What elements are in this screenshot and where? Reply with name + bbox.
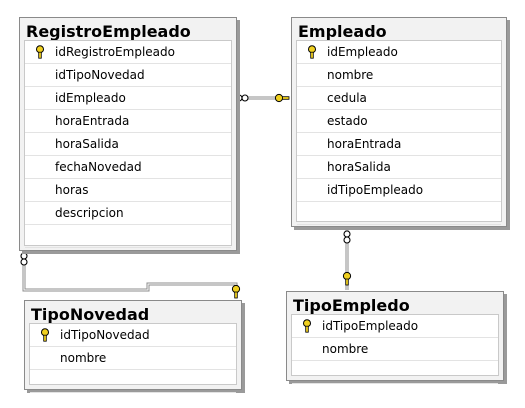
column-name: descripcion [55, 206, 124, 220]
column-name: horaSalida [327, 160, 391, 174]
column-list: idRegistroEmpleado idTipoNovedad idEmple… [24, 40, 232, 248]
column-name: horaSalida [55, 137, 119, 151]
column-list: idTipoNovedad nombre [29, 323, 237, 393]
primary-key-icon [36, 45, 44, 59]
table-title[interactable]: RegistroEmpleado [26, 22, 191, 41]
empty-row[interactable] [25, 225, 231, 248]
column-row[interactable]: fechaNovedad [25, 156, 231, 179]
column-row[interactable]: nombre [292, 338, 498, 361]
table-tipo-novedad[interactable]: TipoNovedad idTipoNovedad nombre [24, 300, 242, 393]
column-name: horaEntrada [55, 114, 130, 128]
column-name: idTipoNovedad [60, 328, 150, 342]
column-row[interactable]: idTipoEmpleado [292, 315, 498, 338]
relationship-registro-empleado-tipo-novedad[interactable] [20, 252, 241, 299]
column-row[interactable]: horaEntrada [297, 133, 501, 156]
table-registro-empleado[interactable]: RegistroEmpleado idRegistroEmpleado idTi… [19, 17, 237, 251]
relationship-empleado-tipo-empleado[interactable] [342, 228, 352, 290]
column-row[interactable]: horaSalida [25, 133, 231, 156]
column-row[interactable]: nombre [297, 64, 501, 87]
column-name: idTipoNovedad [55, 68, 145, 82]
column-row[interactable]: cedula [297, 87, 501, 110]
column-row[interactable]: idTipoNovedad [25, 64, 231, 87]
column-list: idEmpleado nombre cedula estado horaEntr… [296, 40, 502, 225]
primary-key-icon [303, 319, 311, 333]
one-end-key-icon [274, 93, 290, 103]
column-name: horas [55, 183, 89, 197]
column-row[interactable]: idEmpleado [297, 41, 501, 64]
column-name: idTipoEmpleado [327, 183, 424, 197]
column-row[interactable]: idTipoNovedad [30, 324, 236, 347]
column-row[interactable]: nombre [30, 347, 236, 370]
primary-key-icon [308, 45, 316, 59]
relationship-registro-empleado-empleado[interactable] [235, 93, 290, 103]
table-tipo-empleado[interactable]: TipoEmpledo idTipoEmpleado nombre [286, 291, 504, 384]
column-name: nombre [60, 351, 107, 365]
many-end-infinity-icon [343, 230, 351, 244]
column-name: estado [327, 114, 368, 128]
column-row[interactable]: estado [297, 110, 501, 133]
one-end-key-icon [231, 284, 241, 299]
column-row[interactable]: horaEntrada [25, 110, 231, 133]
column-name: idTipoEmpleado [322, 319, 419, 333]
table-empleado[interactable]: Empleado idEmpleado nombre cedula estado… [291, 17, 507, 227]
column-name: nombre [322, 342, 369, 356]
empty-row[interactable] [292, 361, 498, 384]
many-end-infinity-icon [235, 94, 249, 102]
empty-row[interactable] [30, 370, 236, 393]
column-name: nombre [327, 68, 374, 82]
empty-row[interactable] [297, 202, 501, 225]
column-list: idTipoEmpleado nombre [291, 314, 499, 384]
column-name: idEmpleado [55, 91, 126, 105]
column-name: idEmpleado [327, 45, 398, 59]
column-row[interactable]: horaSalida [297, 156, 501, 179]
column-name: horaEntrada [327, 137, 402, 151]
column-row[interactable]: horas [25, 179, 231, 202]
many-end-infinity-icon [20, 252, 28, 266]
primary-key-icon [41, 328, 49, 342]
column-name: cedula [327, 91, 367, 105]
column-row[interactable]: descripcion [25, 202, 231, 225]
table-title[interactable]: TipoNovedad [31, 305, 150, 324]
table-title[interactable]: Empleado [298, 22, 387, 41]
column-row[interactable]: idRegistroEmpleado [25, 41, 231, 64]
column-row[interactable]: idTipoEmpleado [297, 179, 501, 202]
column-name: fechaNovedad [55, 160, 142, 174]
column-name: idRegistroEmpleado [55, 45, 175, 59]
one-end-key-icon [342, 271, 352, 286]
column-row[interactable]: idEmpleado [25, 87, 231, 110]
table-title[interactable]: TipoEmpledo [293, 296, 410, 315]
